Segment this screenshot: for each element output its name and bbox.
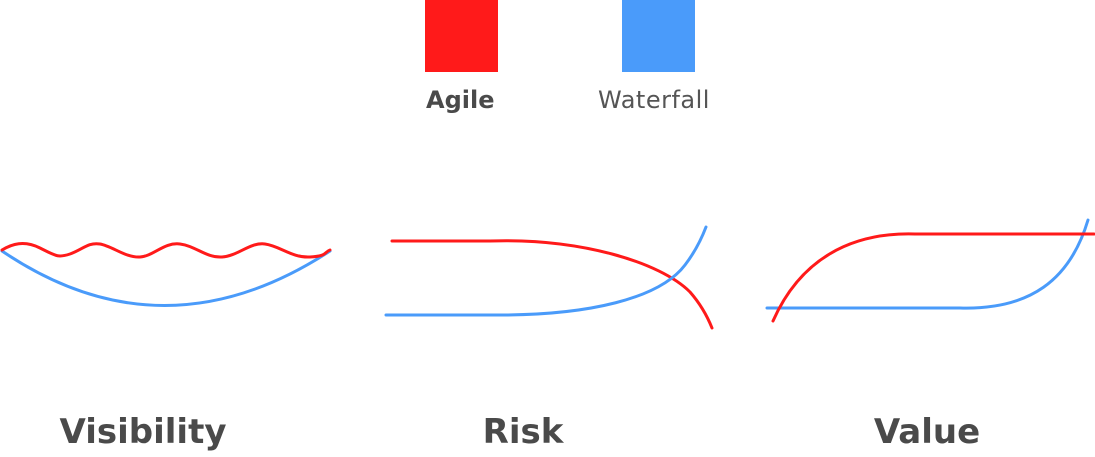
risk-panel — [384, 225, 714, 330]
value-agile-curve — [771, 232, 1095, 323]
risk-agile-curve — [390, 239, 714, 330]
risk-waterfall-curve — [384, 225, 708, 317]
visibility-panel — [0, 242, 332, 307]
value-waterfall-curve — [765, 218, 1090, 310]
agile-legend-label: Agile — [426, 86, 495, 114]
value-label: Value — [873, 412, 981, 452]
waterfall-legend-label: Waterfall — [598, 86, 710, 114]
visibility-agile-curve — [0, 242, 332, 259]
visibility-label: Visibility — [59, 412, 227, 452]
value-panel — [765, 218, 1095, 323]
risk-label: Risk — [482, 412, 564, 452]
visibility-waterfall-curve — [0, 249, 332, 307]
agile-legend-swatch — [425, 0, 498, 72]
waterfall-legend-swatch — [622, 0, 695, 72]
